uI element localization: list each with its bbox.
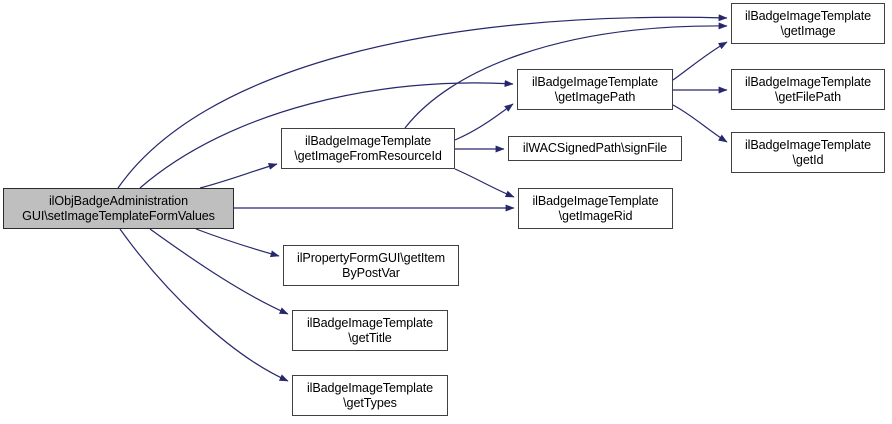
graph-node-label: ilBadgeImageTemplate \getTypes xyxy=(306,380,434,410)
graph-node-label: ilPropertyFormGUI\getItem ByPostVar xyxy=(297,250,445,280)
graph-node-label: ilWACSignedPath\signFile xyxy=(522,141,668,155)
graph-node-getTitle[interactable]: ilBadgeImageTemplate \getTitle xyxy=(292,310,448,351)
call-edge-root-to-getTitle xyxy=(149,228,289,315)
call-edge-getImageFromResourceId-to-getImagePath xyxy=(454,103,514,141)
call-edge-root-to-getItemByPostVar xyxy=(195,228,280,258)
graph-node-signFile[interactable]: ilWACSignedPath\signFile xyxy=(508,136,682,161)
graph-node-label: ilBadgeImageTemplate \getTitle xyxy=(306,315,434,345)
graph-node-label: ilBadgeImageTemplate \getFilePath xyxy=(744,74,872,104)
graph-node-getImageFromResourceId[interactable]: ilBadgeImageTemplate \getImageFromResour… xyxy=(281,128,455,169)
graph-node-getTypes[interactable]: ilBadgeImageTemplate \getTypes xyxy=(292,375,448,416)
graph-node-label: ilBadgeImageTemplate \getImageRid xyxy=(532,193,659,223)
graph-node-label: ilBadgeImageTemplate \getImage xyxy=(744,8,872,38)
graph-node-root[interactable]: ilObjBadgeAdministration GUI\setImageTem… xyxy=(3,188,234,229)
call-edge-getImagePath-to-getImage xyxy=(672,41,728,81)
graph-node-getFilePath[interactable]: ilBadgeImageTemplate \getFilePath xyxy=(731,69,885,110)
graph-node-getImageRid[interactable]: ilBadgeImageTemplate \getImageRid xyxy=(518,188,673,229)
call-edge-getImageFromResourceId-to-getImageRid xyxy=(454,168,515,198)
graph-node-label: ilBadgeImageTemplate \getImageFromResour… xyxy=(294,133,442,163)
graph-node-getImagePath[interactable]: ilBadgeImageTemplate \getImagePath xyxy=(517,69,673,110)
graph-node-getImage[interactable]: ilBadgeImageTemplate \getImage xyxy=(731,3,885,44)
graph-node-getItemByPostVar[interactable]: ilPropertyFormGUI\getItem ByPostVar xyxy=(283,245,459,286)
graph-node-label: ilObjBadgeAdministration GUI\setImageTem… xyxy=(22,193,215,223)
call-edge-root-to-getImageFromResourceId xyxy=(199,163,278,189)
graph-node-label: ilBadgeImageTemplate \getId xyxy=(744,137,872,167)
call-edge-root-to-getTypes xyxy=(119,228,289,382)
graph-node-getId[interactable]: ilBadgeImageTemplate \getId xyxy=(731,132,885,173)
graph-node-label: ilBadgeImageTemplate \getImagePath xyxy=(531,74,659,104)
